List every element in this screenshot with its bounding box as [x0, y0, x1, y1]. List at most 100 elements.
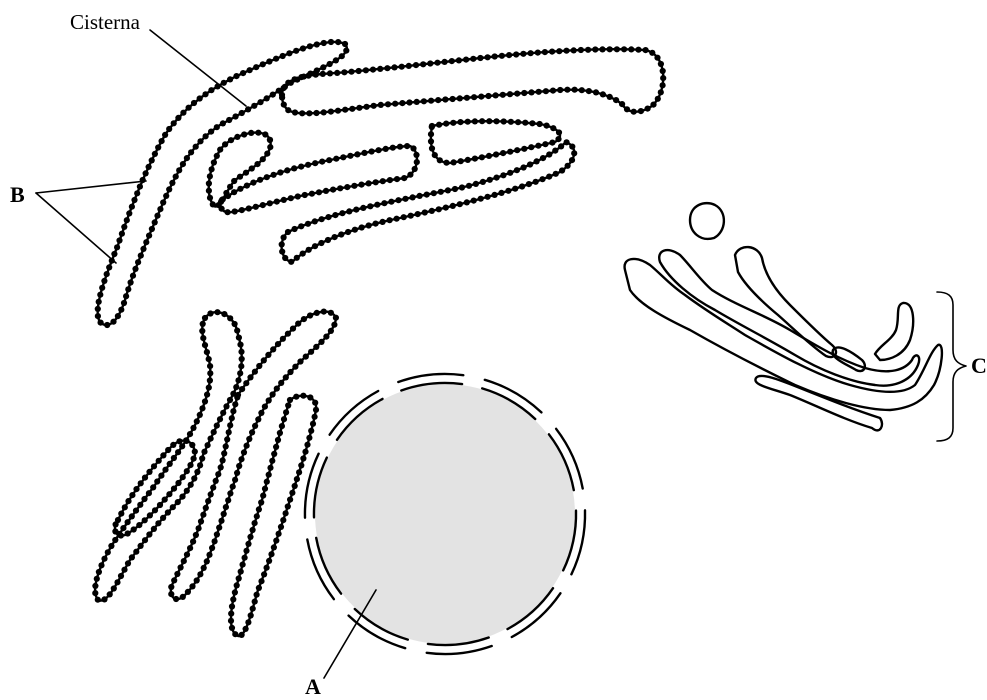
- ribosome-dot: [99, 285, 105, 291]
- ribosome-dot: [528, 89, 534, 95]
- ribosome-dot: [385, 101, 391, 107]
- ribosome-dot: [442, 96, 448, 102]
- ribosome-dot: [579, 87, 585, 93]
- ribosome-dot: [192, 449, 198, 455]
- ribosome-dot: [452, 186, 458, 192]
- ribosome-dot: [295, 193, 301, 199]
- ribosome-dot: [193, 144, 199, 150]
- ribosome-dot: [387, 177, 393, 183]
- ribosome-dot: [125, 560, 131, 566]
- ribosome-dot: [218, 464, 224, 470]
- ribosome-dot: [300, 393, 306, 399]
- ribosome-dot: [471, 94, 477, 100]
- ribosome-dot: [335, 108, 341, 114]
- ribosome-dot: [169, 180, 175, 186]
- ribosome-dot: [521, 146, 527, 152]
- ribosome-dot: [429, 208, 435, 214]
- ribosome-dot: [555, 136, 561, 142]
- ribosome-dot: [631, 109, 637, 115]
- ribosome-dot: [101, 596, 107, 602]
- ribosome-dot: [464, 95, 470, 101]
- ribosome-dot: [266, 397, 272, 403]
- ribosome-dot: [519, 183, 525, 189]
- ribosome-dot: [233, 73, 239, 79]
- ribosome-dot: [391, 64, 397, 70]
- ribosome-dot: [187, 462, 193, 468]
- ribosome-dot: [268, 551, 274, 557]
- ribosome-dot: [225, 209, 231, 215]
- ribosome-dot: [244, 183, 250, 189]
- ribosome-dot: [132, 266, 138, 272]
- ribosome-dot: [278, 524, 284, 530]
- ribosome-dot: [118, 573, 124, 579]
- ribosome-dot: [325, 214, 331, 220]
- ribosome-dot: [283, 374, 289, 380]
- ribosome-dot: [422, 209, 428, 215]
- ribosome-dot: [429, 124, 435, 130]
- ribosome-dot: [149, 226, 155, 232]
- ribosome-dot: [578, 47, 584, 53]
- ribosome-dot: [607, 46, 613, 52]
- ribosome-dot: [241, 131, 247, 137]
- ribosome-dot: [339, 53, 345, 59]
- ribosome-dot: [232, 477, 238, 483]
- ribosome-dot: [180, 474, 186, 480]
- ribosome-dot: [207, 310, 213, 316]
- ribosome-dot: [614, 46, 620, 52]
- ribosome-dot: [240, 562, 246, 568]
- ribosome-dot: [306, 247, 312, 253]
- ribosome-dot: [247, 374, 253, 380]
- golgi-cisterna-3: [735, 247, 836, 357]
- ribosome-dot: [221, 80, 227, 86]
- ribosome-dot: [191, 456, 197, 462]
- ribosome-dot: [360, 205, 366, 211]
- ribosome-dot: [645, 106, 651, 112]
- ribosome-dot: [280, 517, 286, 523]
- ribosome-dot: [283, 510, 289, 516]
- ribosome-dot: [223, 443, 229, 449]
- ribosome-dot: [136, 522, 142, 528]
- ribosome-dot: [528, 144, 534, 150]
- ribosome-dot: [478, 94, 484, 100]
- ribosome-dot: [183, 438, 189, 444]
- ribosome-dot: [287, 497, 293, 503]
- ribosome-dot: [111, 251, 117, 257]
- ribosome-dot: [129, 554, 135, 560]
- ribosome-dot: [485, 54, 491, 60]
- ribosome-dot: [366, 222, 372, 228]
- ribosome-dot: [260, 493, 266, 499]
- ribosome-dot: [231, 189, 237, 195]
- ribosome-dot: [141, 496, 147, 502]
- ribosome-dot: [185, 589, 191, 595]
- ribosome-dot: [292, 109, 298, 115]
- ribosome-dot: [281, 85, 287, 91]
- ribosome-dot: [267, 144, 273, 150]
- ribosome-dot: [234, 470, 240, 476]
- ribosome-dot: [347, 153, 353, 159]
- ribosome-dot: [313, 407, 319, 413]
- ribosome-dot: [332, 234, 338, 240]
- ribosome-dot: [247, 534, 253, 540]
- ribosome-dot: [125, 530, 131, 536]
- ribosome-dot: [280, 53, 286, 59]
- ribosome-dot: [197, 412, 203, 418]
- ribosome-dot: [472, 156, 478, 162]
- ribosome-dot: [237, 342, 243, 348]
- ribosome-dot: [234, 582, 240, 588]
- ribosome-dot: [222, 141, 228, 147]
- ribosome-dot: [197, 138, 203, 144]
- ribosome-dot: [328, 310, 334, 316]
- ribosome-dot: [321, 309, 327, 315]
- ribosome-dot: [213, 478, 219, 484]
- ribosome-dot: [126, 210, 132, 216]
- ribosome-dot: [216, 525, 222, 531]
- ribosome-dot: [521, 90, 527, 96]
- ribosome-dot: [175, 499, 181, 505]
- ribosome-dot: [507, 170, 513, 176]
- ribosome-dot: [184, 155, 190, 161]
- ribosome-dot: [253, 204, 259, 210]
- ribosome-dot: [457, 119, 463, 125]
- ribosome-dot: [298, 74, 304, 80]
- ribosome-dot: [485, 194, 491, 200]
- ribosome-dot: [305, 73, 311, 79]
